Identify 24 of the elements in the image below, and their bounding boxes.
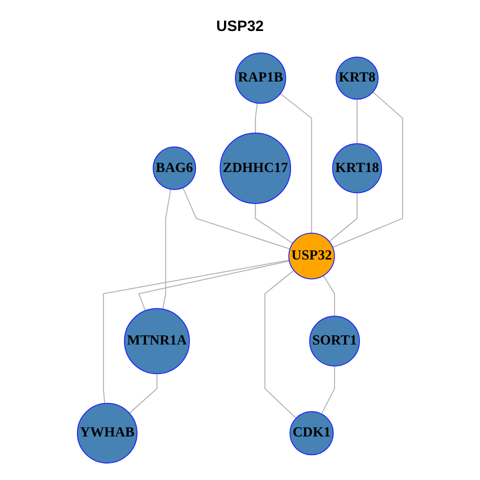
connector: [254, 102, 258, 134]
connector: [162, 188, 172, 310]
connector: [280, 93, 312, 234]
connector: [138, 260, 290, 312]
connector: [102, 260, 290, 404]
connector: [323, 275, 335, 317]
connector: [182, 187, 290, 250]
node-circle: BAG6: [152, 146, 196, 190]
connector: [264, 270, 296, 419]
connector: [128, 373, 158, 414]
connector: [356, 98, 358, 144]
node-circle: SORT1: [309, 316, 360, 366]
node-circle: MTNR1A: [124, 308, 190, 374]
node-circle: CDK1: [290, 411, 334, 456]
node-circle: USP32: [288, 232, 335, 280]
node-circle: RAP1B: [234, 52, 286, 104]
connector: [321, 366, 335, 414]
connector: [254, 203, 294, 244]
title: USP32: [215, 17, 265, 37]
connector: [328, 192, 358, 242]
node-circle: ZDHHC17: [220, 132, 292, 204]
node-circle: YWHAB: [76, 402, 138, 464]
node-circle: KRT8: [336, 56, 379, 100]
node-circle: KRT18: [332, 143, 382, 194]
